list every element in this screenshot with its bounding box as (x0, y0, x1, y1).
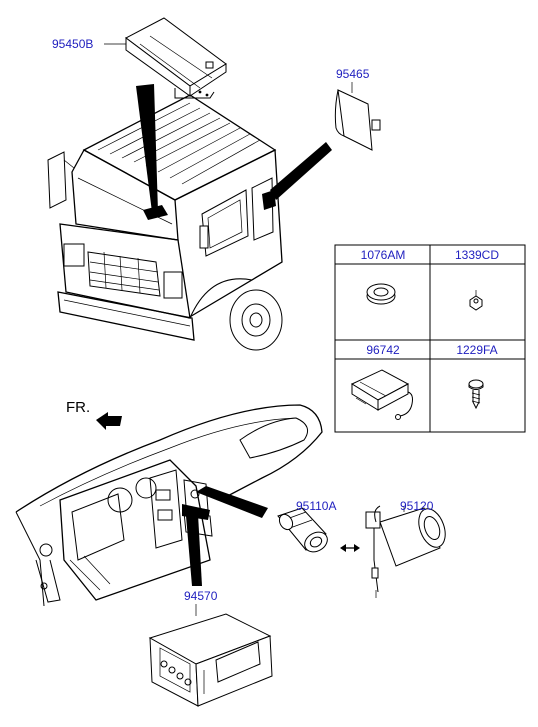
module-box-icon (350, 369, 413, 420)
table-cell-code-3: 96742 (366, 343, 400, 357)
dashboard-illustration (15, 404, 323, 607)
label-95110A: 95110A (296, 499, 336, 513)
leader-94570 (186, 514, 202, 586)
leader-95450B (136, 84, 158, 212)
part-94570-switch-panel (148, 613, 273, 707)
screw-icon (468, 379, 484, 410)
table-cell-code-2: 1339CD (455, 248, 499, 262)
table-cell-code-4: 1229FA (456, 343, 497, 357)
part-95450B-box (125, 17, 227, 99)
parts-table: 1076AM 1339CD 96742 1229FA (334, 244, 526, 433)
table-cell-code-1: 1076AM (361, 248, 406, 262)
direction-label: FR. (66, 399, 90, 416)
grommet-icon (366, 283, 396, 305)
leader-95110A (196, 486, 268, 518)
part-95110A-socket (277, 507, 328, 553)
part-95465-cover (334, 89, 381, 151)
part-95120-charger (365, 505, 446, 598)
nut-icon (469, 290, 483, 311)
truck-cab-illustration (47, 94, 283, 351)
front-arrow-icon (96, 412, 122, 430)
label-95120: 95120 (400, 499, 434, 513)
label-95465: 95465 (336, 67, 370, 81)
connect-arrow-icon (340, 544, 360, 552)
label-94570: 94570 (184, 589, 218, 603)
leader-95465 (270, 142, 332, 200)
label-95450B: 95450B (52, 37, 93, 51)
